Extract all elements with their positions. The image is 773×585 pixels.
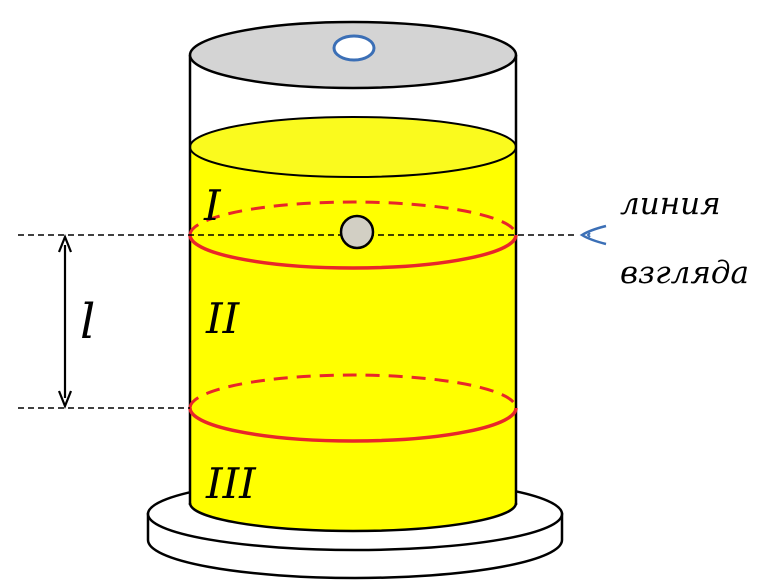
zone-1-label: I [203, 181, 222, 230]
lower-ring-mark [188, 373, 518, 443]
cylinder-walls [188, 55, 518, 533]
ball [339, 214, 375, 250]
line-of-sight-label-2: взгляда [620, 255, 749, 291]
hole-icon [332, 34, 376, 62]
distance-label: l [80, 294, 95, 350]
eye-icon [579, 224, 607, 246]
cylinder-lid [188, 20, 518, 90]
zone-2-label: II [205, 294, 241, 343]
line-of-sight-label-1: линия [620, 186, 721, 222]
upper-ring-mark [188, 200, 518, 270]
zone-3-label: III [205, 459, 257, 508]
distance-arrow [57, 234, 73, 409]
